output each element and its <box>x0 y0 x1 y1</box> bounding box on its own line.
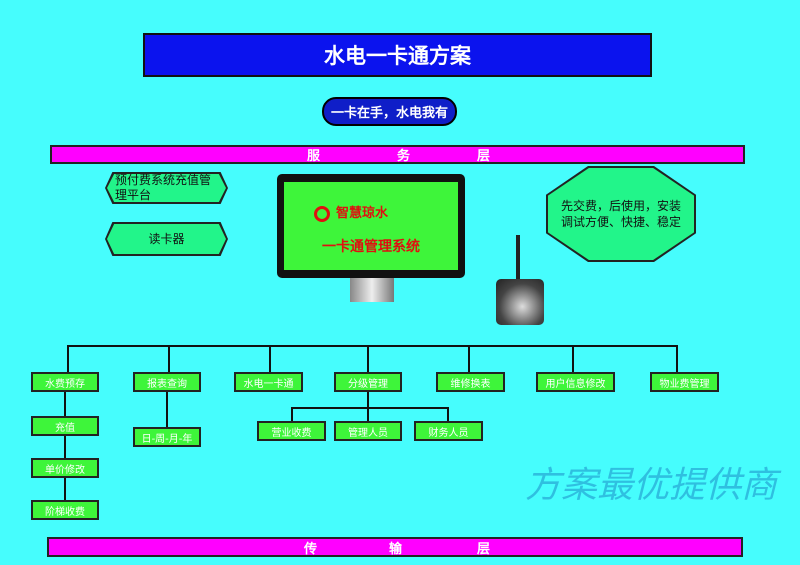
connector-line <box>468 345 470 373</box>
connector-line <box>269 345 271 373</box>
node-user-info: 用户信息修改 <box>536 372 615 392</box>
system-name: 一卡通管理系统 <box>322 239 420 255</box>
reader-hexagon: 读卡器 <box>105 222 228 256</box>
connector-line <box>447 407 449 422</box>
connector-line <box>68 345 677 347</box>
connector-line <box>676 345 678 373</box>
connector-line <box>291 407 293 422</box>
node-tier-fee: 阶梯收费 <box>31 500 99 520</box>
node-water-prepay: 水费预存 <box>31 372 99 392</box>
card-reader-image <box>496 279 544 325</box>
connector-line <box>572 345 574 373</box>
note-text: 先交费，后使用，安装调试方便、快捷、稳定 <box>548 168 694 260</box>
transport-layer-char: 传 <box>304 541 318 557</box>
transport-layer-char: 输 <box>389 541 403 557</box>
brand-name: 智慧琼水 <box>336 206 389 221</box>
node-finance: 财务人员 <box>414 421 483 441</box>
connector-line <box>67 345 69 373</box>
slogan-badge: 一卡在手，水电我有 <box>322 97 457 126</box>
service-layer-char: 层 <box>477 149 491 164</box>
node-card: 水电一卡通 <box>234 372 303 392</box>
reader-label: 读卡器 <box>107 224 226 254</box>
watermark: 方案最优提供商 <box>525 465 778 506</box>
node-period: 日-周-月-年 <box>133 427 201 447</box>
service-layer-char: 务 <box>397 149 411 164</box>
node-level-mgmt: 分级管理 <box>334 372 402 392</box>
node-report: 报表查询 <box>133 372 201 392</box>
monitor-stand <box>350 278 394 302</box>
monitor-screen: 智慧琼水 一卡通管理系统 <box>284 182 458 270</box>
monitor-image: 智慧琼水 一卡通管理系统 <box>277 174 465 278</box>
node-property-fee: 物业费管理 <box>650 372 719 392</box>
brand-logo-icon <box>314 205 330 222</box>
transport-layer-char: 层 <box>477 541 491 557</box>
service-layer-bar: 服 务 层 <box>50 145 745 164</box>
platform-label: 预付费系统充值管理平台 <box>107 174 226 202</box>
note-octagon: 先交费，后使用，安装调试方便、快捷、稳定 <box>546 166 696 262</box>
node-business-fee: 营业收费 <box>257 421 326 441</box>
service-layer-char: 服 <box>307 149 321 164</box>
connector-line <box>291 407 449 409</box>
node-admin: 管理人员 <box>334 421 402 441</box>
page-title: 水电一卡通方案 <box>143 33 652 77</box>
transport-layer-bar: 传 输 层 <box>47 537 743 557</box>
connector-line <box>168 345 170 373</box>
node-recharge: 充值 <box>31 416 99 436</box>
connector-line <box>166 392 168 428</box>
connector-line <box>64 392 66 502</box>
reader-antenna <box>516 235 520 280</box>
platform-hexagon: 预付费系统充值管理平台 <box>105 172 228 204</box>
connector-line <box>367 345 369 373</box>
node-price-edit: 单价修改 <box>31 458 99 478</box>
node-repair: 维修换表 <box>436 372 505 392</box>
